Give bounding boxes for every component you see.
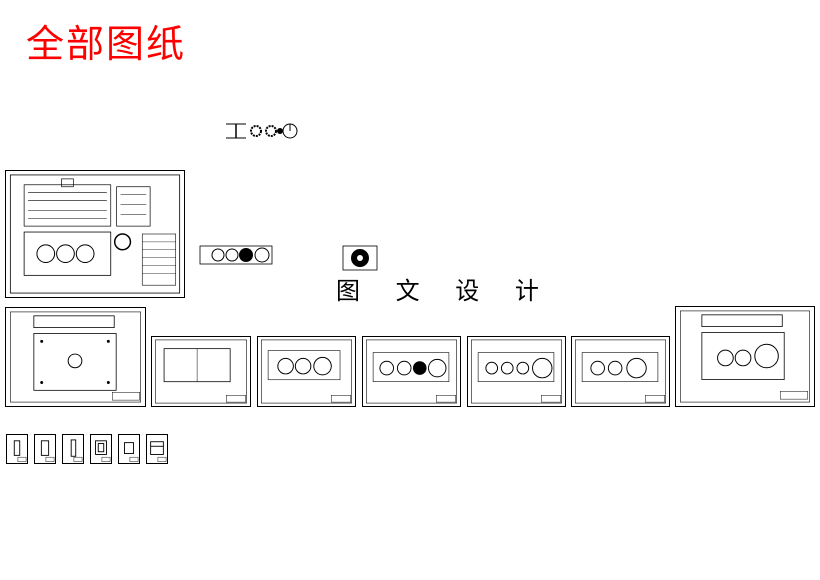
gear-strip[interactable] [198,238,274,268]
sheet-row-4[interactable] [362,336,461,407]
gear-layout-icon [471,339,562,404]
plate-drawing-icon [10,311,141,403]
part-drawing-icon [124,442,139,462]
part-drawing-icon [13,440,27,462]
gear-sketch-icon [226,123,298,139]
gear-sketch-top[interactable] [224,118,302,144]
part-thumbnail-1[interactable] [6,434,28,464]
assembly-sheet-top[interactable] [5,170,185,298]
part-thumbnail-2[interactable] [34,434,56,464]
assembly-drawing-icon [9,174,181,294]
assembly-drawing-icon [680,310,810,403]
gear-detail[interactable] [342,245,378,271]
gear-detail-icon [342,245,378,271]
part-drawing-icon [40,440,55,462]
sheet-row-1[interactable] [5,307,146,407]
center-caption: 图 文 设 计 [336,277,553,305]
plate-drawing-icon [155,339,247,404]
part-thumbnail-5[interactable] [118,434,140,464]
sheet-row-6[interactable] [571,336,670,407]
page-title: 全部图纸 [26,22,187,66]
part-thumbnail-3[interactable] [62,434,84,464]
sheet-row-7[interactable] [675,306,815,407]
gear-strip-icon [199,245,273,265]
sheet-row-5[interactable] [467,336,566,407]
sheet-row-2[interactable] [151,336,251,407]
part-thumbnail-4[interactable] [90,434,112,464]
sheet-row-3[interactable] [257,336,356,407]
part-thumbnail-6[interactable] [146,434,168,464]
gear-layout-icon [261,339,352,404]
gear-layout-icon [575,339,666,404]
gear-layout-icon [366,339,457,404]
part-drawing-icon [150,441,167,462]
part-drawing-icon [95,440,111,462]
part-drawing-icon [70,439,83,462]
